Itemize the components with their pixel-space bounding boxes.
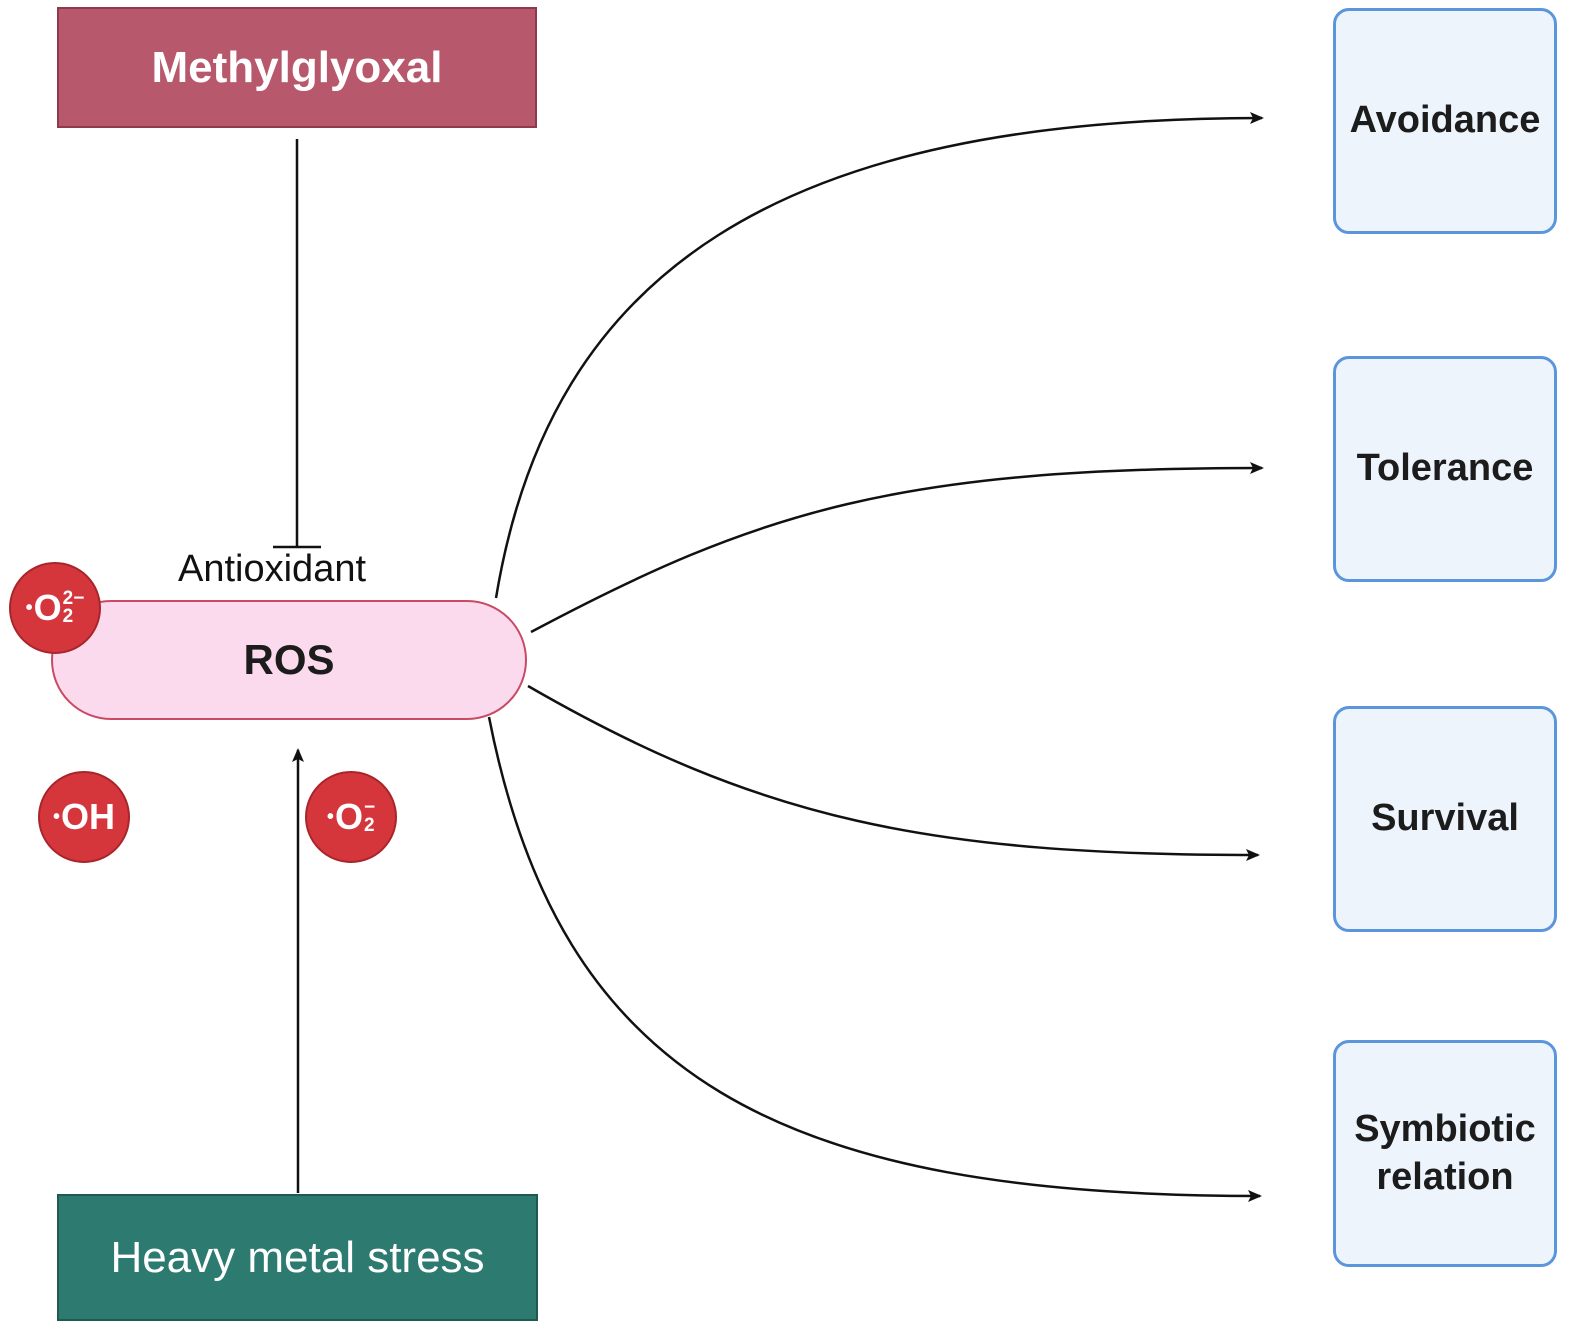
edge-ros-to-survival xyxy=(527,684,1260,861)
edge-ros-to-avoidance xyxy=(494,112,1264,599)
edge-ros-to-tolerance xyxy=(530,462,1264,634)
radical-subscript: 2 xyxy=(363,815,375,836)
hydroxyl-radical: •OH xyxy=(38,771,130,863)
ros-node: ROS xyxy=(51,600,527,720)
radical-charge: − xyxy=(363,796,376,818)
edge-ros-to-symbiotic xyxy=(487,716,1262,1202)
antioxidant-label: Antioxidant xyxy=(178,548,367,590)
methylglyoxal-label: Methylglyoxal xyxy=(151,42,443,92)
superoxide-radical: •O−2 xyxy=(305,771,397,863)
radical-subscript: 2 xyxy=(62,606,74,627)
outcome-label-line2: relation xyxy=(1376,1155,1514,1198)
outcome-symbiotic-relation: Symbiotic relation xyxy=(1333,1040,1557,1267)
outcome-label-line1: Symbiotic xyxy=(1354,1108,1536,1150)
heavy-metal-stress-label: Heavy metal stress xyxy=(110,1232,485,1282)
radical-dot: • xyxy=(326,805,334,828)
outcome-label: Survival xyxy=(1371,797,1519,840)
radical-base: O xyxy=(334,796,363,837)
outcome-avoidance: Avoidance xyxy=(1333,8,1557,234)
outcome-label: Avoidance xyxy=(1349,99,1541,142)
outcome-label: Tolerance xyxy=(1356,447,1534,490)
outcome-survival: Survival xyxy=(1333,706,1557,932)
heavy-metal-stress-node: Heavy metal stress xyxy=(57,1194,538,1321)
methylglyoxal-node: Methylglyoxal xyxy=(57,7,537,128)
radical-base: OH xyxy=(61,796,115,837)
radical-dot: • xyxy=(52,805,60,828)
radical-base: O xyxy=(33,587,62,628)
radical-charge: 2− xyxy=(62,587,85,609)
radical-dot: • xyxy=(25,596,33,619)
outcome-tolerance: Tolerance xyxy=(1333,356,1557,582)
ros-label: ROS xyxy=(243,636,335,683)
